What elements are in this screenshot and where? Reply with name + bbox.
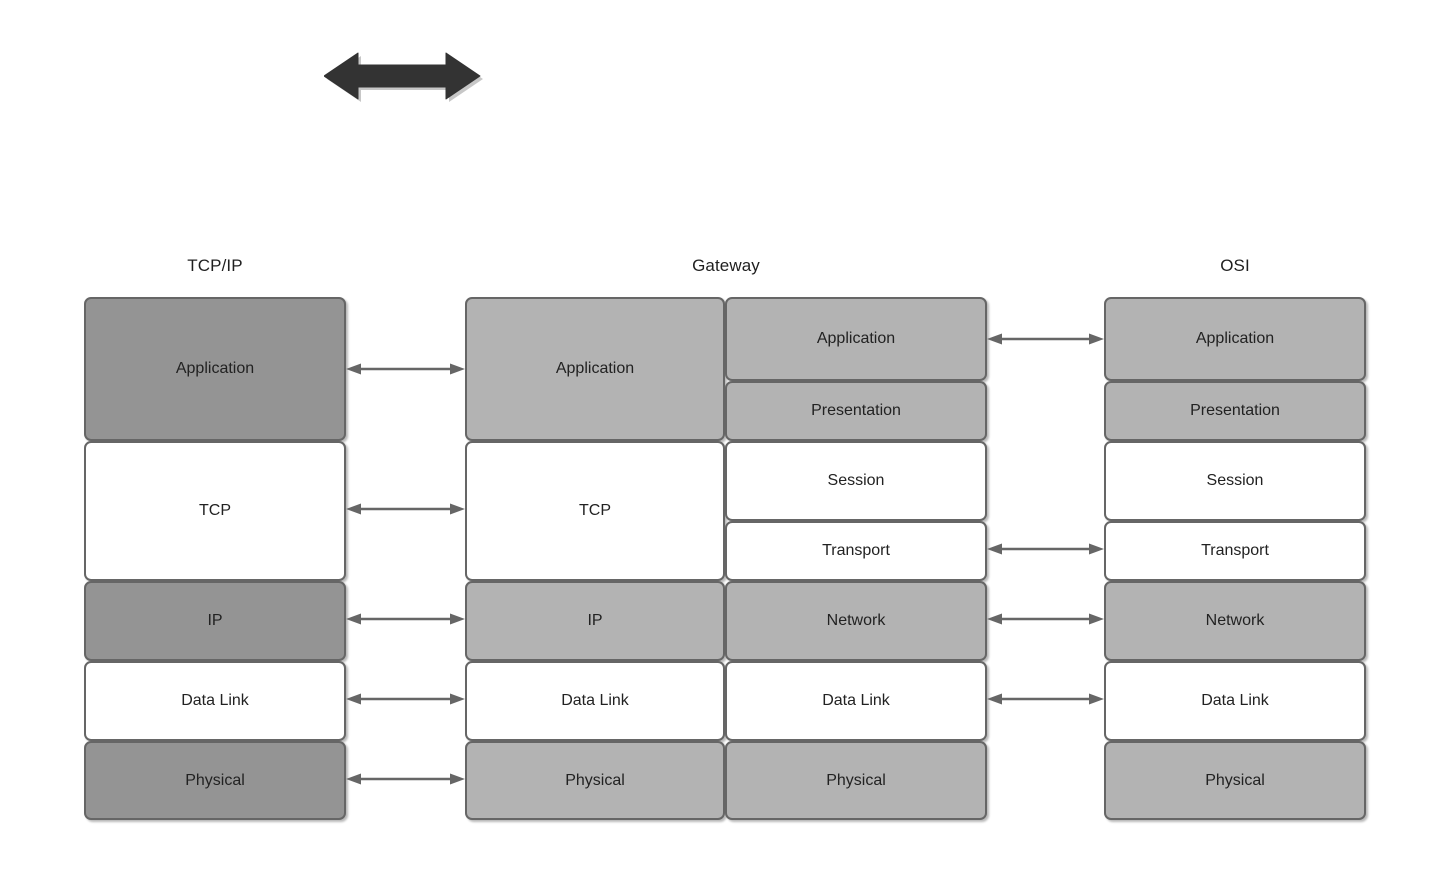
double-arrow-icon (346, 363, 465, 375)
double-arrow-icon (346, 773, 465, 785)
layer-osi-session[interactable]: Session (1104, 441, 1366, 521)
connector-gateway-osi-application (987, 331, 1104, 347)
double-headed-arrow-icon (323, 52, 483, 102)
stack-gateway-left: Application TCP IP Data Link Physical (465, 297, 725, 820)
layer-tcpip-physical[interactable]: Physical (84, 741, 346, 820)
double-arrow-icon (987, 693, 1104, 705)
connector-tcpip-gateway-data-link (346, 691, 465, 707)
layer-gateway-osi-physical[interactable]: Physical (725, 741, 987, 820)
layer-gateway-application[interactable]: Application (465, 297, 725, 441)
layer-gateway-osi-network[interactable]: Network (725, 581, 987, 661)
layer-gateway-physical[interactable]: Physical (465, 741, 725, 820)
connector-tcpip-gateway-application (346, 361, 465, 377)
bidirectional-communication-arrow (323, 50, 486, 108)
double-arrow-icon (346, 613, 465, 625)
layer-gateway-data-link[interactable]: Data Link (465, 661, 725, 741)
layer-osi-physical[interactable]: Physical (1104, 741, 1366, 820)
layer-osi-transport[interactable]: Transport (1104, 521, 1366, 581)
layer-gateway-tcp[interactable]: TCP (465, 441, 725, 581)
double-arrow-icon (346, 503, 465, 515)
layer-gateway-osi-data-link[interactable]: Data Link (725, 661, 987, 741)
layer-tcpip-data-link[interactable]: Data Link (84, 661, 346, 741)
layer-tcpip-ip[interactable]: IP (84, 581, 346, 661)
layer-osi-application[interactable]: Application (1104, 297, 1366, 381)
stack-tcpip: Application TCP IP Data Link Physical (84, 297, 346, 820)
layer-osi-data-link[interactable]: Data Link (1104, 661, 1366, 741)
connector-tcpip-gateway-tcp (346, 501, 465, 517)
double-arrow-icon (346, 693, 465, 705)
connector-tcpip-gateway-physical (346, 771, 465, 787)
stack-osi: Application Presentation Session Transpo… (1104, 297, 1366, 820)
layer-tcpip-tcp[interactable]: TCP (84, 441, 346, 581)
layer-gateway-osi-application[interactable]: Application (725, 297, 987, 381)
double-arrow-icon (987, 333, 1104, 345)
column-header-tcpip: TCP/IP (187, 256, 243, 275)
layer-gateway-ip[interactable]: IP (465, 581, 725, 661)
connector-gateway-osi-transport (987, 541, 1104, 557)
column-header-osi: OSI (1220, 256, 1250, 275)
stack-gateway-right: Application Presentation Session Transpo… (725, 297, 987, 820)
double-arrow-icon (987, 613, 1104, 625)
connector-gateway-osi-data-link (987, 691, 1104, 707)
layer-tcpip-application[interactable]: Application (84, 297, 346, 441)
layer-osi-presentation[interactable]: Presentation (1104, 381, 1366, 441)
connector-gateway-osi-network (987, 611, 1104, 627)
layer-gateway-osi-session[interactable]: Session (725, 441, 987, 521)
layer-gateway-osi-presentation[interactable]: Presentation (725, 381, 987, 441)
layer-gateway-osi-transport[interactable]: Transport (725, 521, 987, 581)
double-arrow-icon (987, 543, 1104, 555)
column-header-gateway: Gateway (692, 256, 760, 275)
layer-osi-network[interactable]: Network (1104, 581, 1366, 661)
connector-tcpip-gateway-ip (346, 611, 465, 627)
